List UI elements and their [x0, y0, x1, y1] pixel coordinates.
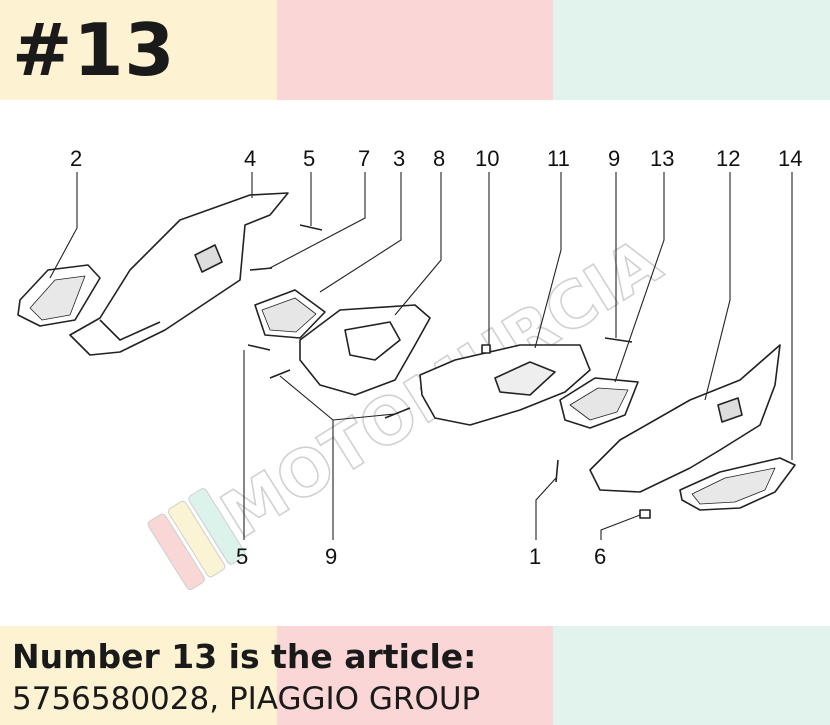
part-2-footboard-mat	[17, 264, 101, 327]
callout-3: 3	[393, 146, 405, 171]
header-band-mint	[553, 0, 830, 100]
fasteners	[247, 224, 651, 519]
article-number-text: 5756580028, PIAGGIO GROUP	[12, 681, 481, 717]
callout-5-bottom: 5	[236, 544, 248, 569]
callout-9-top: 9	[608, 146, 620, 171]
footer-band-yellow	[0, 626, 277, 725]
part-9-screw-right	[604, 337, 633, 343]
callout-7: 7	[358, 146, 370, 171]
watermark-stripe-1	[147, 513, 205, 591]
part-5-screw-lower	[247, 344, 271, 351]
part-11-rear-panel	[419, 344, 591, 426]
part-5-screw-upper	[299, 224, 323, 231]
callout-10: 10	[475, 146, 499, 171]
part-8-center-panel	[299, 304, 431, 396]
watermark-stripe-3	[188, 488, 246, 565]
footer-band	[0, 626, 830, 725]
callout-5-top: 5	[303, 146, 315, 171]
part-3-vent-grille	[254, 289, 326, 339]
leader-lines	[49, 172, 793, 540]
article-caption: Number 13 is the article: 5756580028, PI…	[12, 636, 480, 720]
header-band	[0, 0, 830, 100]
callout-12: 12	[716, 146, 740, 171]
callout-9-bottom: 9	[325, 544, 337, 569]
callout-14: 14	[778, 146, 802, 171]
part-10-clip	[481, 344, 491, 354]
callout-2: 2	[70, 146, 82, 171]
callout-1: 1	[529, 544, 541, 569]
callout-numbers: 2 4 5 7 3 8 10 11 9 13 12 14 5 9 1 6	[70, 146, 802, 569]
callout-6: 6	[594, 544, 606, 569]
callout-4: 4	[244, 146, 256, 171]
callout-13: 13	[650, 146, 674, 171]
part-14-footboard-mat	[679, 457, 796, 511]
callout-11: 11	[547, 146, 570, 171]
part-6-clip	[639, 509, 651, 519]
part-12-right-fairing	[589, 344, 781, 493]
article-caption-heading: Number 13 is the article:	[12, 637, 477, 676]
header-band-yellow	[0, 0, 277, 100]
part-9-screw-left	[269, 369, 291, 379]
watermark-stripe-2	[167, 500, 226, 578]
part-1-screw	[555, 459, 559, 483]
part-4-left-fairing	[69, 192, 289, 356]
part-9-screw-center	[384, 407, 411, 419]
header-band-pink	[276, 0, 554, 100]
callout-8: 8	[433, 146, 445, 171]
footer-band-pink	[276, 626, 554, 725]
part-7-screw	[249, 267, 273, 271]
part-13-vent-grille	[559, 377, 639, 429]
exploded-parts-diagram: MOTOMURCIA	[17, 146, 802, 591]
item-number-title: #13	[12, 8, 176, 92]
footer-band-mint	[553, 626, 830, 725]
